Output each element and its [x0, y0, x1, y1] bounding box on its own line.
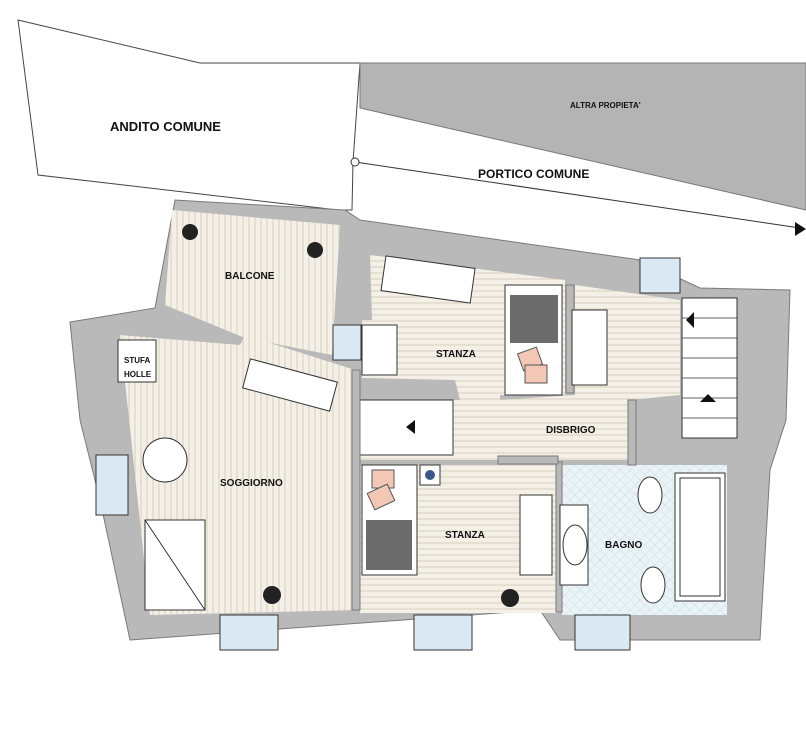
- stair-down-arrow-icon: [700, 394, 716, 402]
- portico-line: [354, 161, 801, 229]
- bathtub-inner: [679, 477, 721, 597]
- window-bagno-bottom: [574, 614, 631, 651]
- step-arrow-icon: [406, 420, 415, 434]
- plant-icon: [182, 224, 519, 607]
- label-andito: ANDITO COMUNE: [110, 119, 221, 134]
- altra-propieta-area: [359, 62, 806, 211]
- window-disbrigo-top: [639, 257, 681, 294]
- armchair: [142, 437, 188, 483]
- step-block: [357, 399, 454, 456]
- wall-stair: [627, 399, 637, 466]
- bidet: [637, 476, 663, 514]
- andito-area: [17, 19, 361, 211]
- portico-node: [350, 157, 360, 167]
- label-portico: PORTICO COMUNE: [478, 167, 589, 181]
- pillow-bottom-2: [366, 483, 396, 511]
- bed-cover-top: [510, 295, 558, 343]
- stufa-box: [117, 339, 157, 383]
- balcone-floor: [165, 210, 340, 355]
- label-stufa-1: STUFA: [124, 356, 150, 365]
- label-soggiorno: SOGGIORNO: [220, 478, 283, 489]
- label-stanza-top: STANZA: [436, 349, 476, 360]
- desk-stanza-top: [380, 255, 476, 304]
- pillow-bottom-1: [371, 469, 395, 489]
- window-stanza-bottom: [413, 614, 473, 651]
- bathtub: [674, 472, 726, 602]
- label-bagno: BAGNO: [605, 540, 642, 551]
- wall-soggiorno-stanza: [351, 369, 361, 611]
- wall-disbrigo-bottom: [497, 455, 559, 465]
- window-soggiorno-left: [95, 454, 129, 516]
- label-stanza-bottom: STANZA: [445, 530, 485, 541]
- label-stufa-2: HOLLE: [124, 370, 152, 379]
- label-disbrigo: DISBRIGO: [546, 425, 596, 436]
- label-balcone: BALCONE: [225, 271, 275, 282]
- bench-stanza-top: [361, 324, 398, 376]
- wardrobe-top: [571, 309, 608, 386]
- pillow-top-2: [524, 364, 548, 384]
- lamp-icon: [425, 470, 435, 480]
- label-altra: ALTRA PROPIETA': [570, 101, 641, 110]
- portico-arrow-icon: [795, 222, 806, 236]
- sink: [562, 524, 588, 566]
- bed-cover-bottom: [366, 520, 412, 570]
- window-balcone: [332, 324, 362, 361]
- window-soggiorno-bottom: [219, 614, 279, 651]
- toilet: [640, 566, 666, 604]
- stair-up-arrow-icon: [686, 312, 694, 328]
- wardrobe-bottom: [519, 494, 553, 576]
- desk-soggiorno: [242, 358, 338, 412]
